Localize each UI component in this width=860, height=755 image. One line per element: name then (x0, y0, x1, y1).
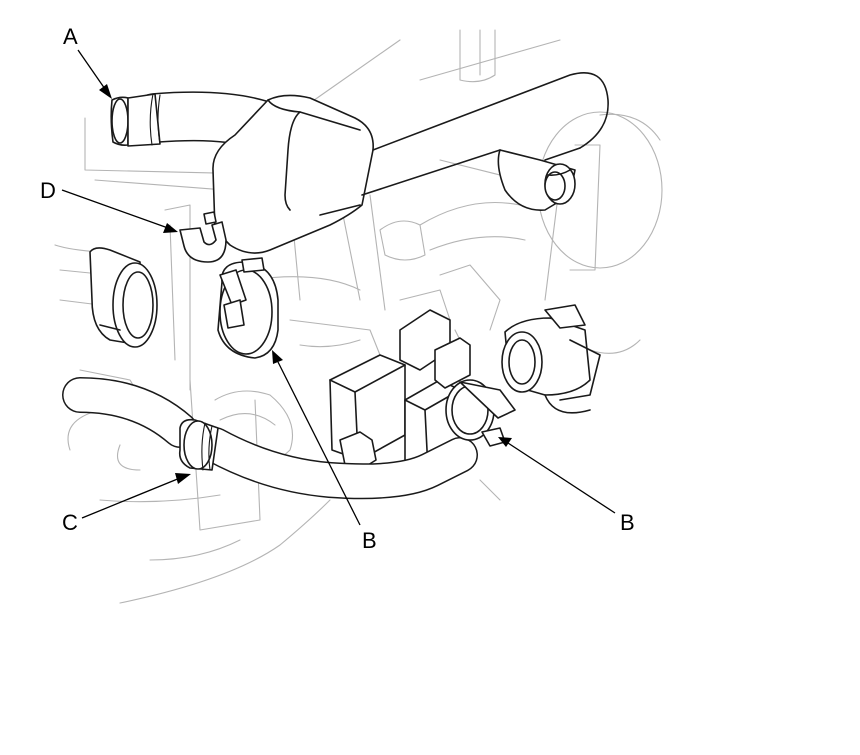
callout-label-b-left: B (362, 528, 377, 553)
upper-hose-assembly (110, 72, 609, 254)
clip-d (179, 211, 227, 263)
callout-label-c: C (62, 510, 78, 535)
callout-leaders (61, 49, 616, 526)
callout-label-b-right: B (620, 510, 635, 535)
engine-background (54, 29, 663, 604)
hose-clamp-b-left (217, 257, 279, 359)
lower-hose-assembly (62, 377, 478, 500)
callout-label-d: D (40, 178, 56, 203)
hose-clamp-b-right (445, 304, 601, 447)
left-hose-end (89, 247, 158, 348)
callout-label-a: A (63, 24, 78, 49)
